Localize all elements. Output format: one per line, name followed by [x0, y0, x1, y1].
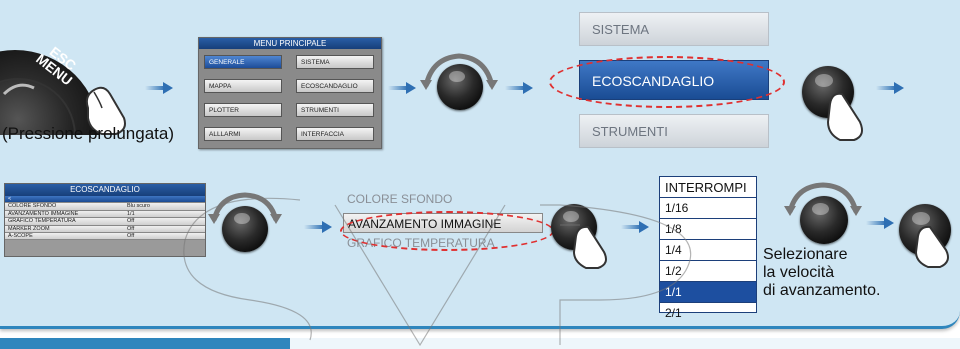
main-menu-window: MENU PRINCIPALE GENERALE SISTEMA MAPPA E…: [198, 37, 382, 149]
flow-arrow-icon: [388, 82, 416, 94]
rotary-knob[interactable]: [437, 64, 483, 110]
flow-arrow-icon: [145, 82, 173, 94]
esc-menu-key[interactable]: ESC MENU: [0, 40, 120, 135]
menu-button-plotter[interactable]: PLOTTER: [204, 103, 282, 117]
instruction-panel: ESC MENU (Pressione prolungata) MENU PRI…: [0, 0, 960, 329]
menu-item-strumenti[interactable]: STRUMENTI: [579, 114, 769, 148]
option-colore-sfondo[interactable]: COLORE SFONDO: [347, 192, 453, 206]
menu-item-sistema[interactable]: SISTEMA: [579, 12, 769, 46]
rotary-knob[interactable]: [800, 196, 848, 244]
menu-button-mappa[interactable]: MAPPA: [204, 79, 282, 93]
eco-menu-title: ECOSCANDAGLIO: [5, 184, 205, 196]
menu-button-interfaccia[interactable]: INTERFACCIA: [296, 127, 374, 141]
up-arrow-icon: [2, 83, 35, 96]
bottom-strip: [0, 338, 960, 349]
main-menu-title: MENU PRINCIPALE: [199, 38, 381, 49]
speed-option-1-4[interactable]: 1/4: [660, 240, 756, 261]
rotate-arrows-icon: [784, 182, 862, 216]
speed-option-2-1[interactable]: 2/1: [665, 306, 682, 320]
flow-arrow-icon: [621, 221, 649, 233]
speed-option-interrompi[interactable]: INTERROMPI: [660, 177, 756, 198]
speed-selection-list: INTERROMPI 1/16 1/8 1/4 1/2 1/1 2/1: [659, 176, 757, 320]
menu-button-strumenti[interactable]: STRUMENTI: [296, 103, 374, 117]
finger-press-icon: [914, 225, 949, 268]
speed-option-1-2[interactable]: 1/2: [660, 261, 756, 282]
menu-button-generale[interactable]: GENERALE: [204, 55, 282, 69]
highlight-ellipse: [549, 56, 785, 108]
speed-option-1-16[interactable]: 1/16: [660, 198, 756, 219]
menu-button-allarmi[interactable]: ALLLARMI: [204, 127, 282, 141]
flow-arrow-icon: [304, 221, 332, 233]
instruction-text: Selezionare la velocità di avanzamento.: [763, 246, 881, 299]
finger-press-icon: [826, 92, 863, 141]
rotary-knob[interactable]: [222, 206, 268, 252]
menu-button-sistema[interactable]: SISTEMA: [296, 55, 374, 69]
finger-press-icon: [85, 86, 126, 135]
speed-option-1-8[interactable]: 1/8: [660, 219, 756, 240]
menu-button-ecoscandaglio[interactable]: ECOSCANDAGLIO: [296, 79, 374, 93]
flow-arrow-icon: [505, 82, 533, 94]
eco-back-row[interactable]: <: [5, 196, 205, 204]
speed-option-1-1[interactable]: 1/1: [660, 282, 756, 303]
rotate-arrows-icon: [420, 53, 498, 90]
press-caption: (Pressione prolungata): [2, 124, 174, 143]
flow-arrow-icon: [876, 82, 904, 94]
flow-arrow-icon: [866, 217, 894, 229]
finger-press-icon: [572, 225, 607, 269]
highlight-ellipse: [340, 211, 554, 251]
